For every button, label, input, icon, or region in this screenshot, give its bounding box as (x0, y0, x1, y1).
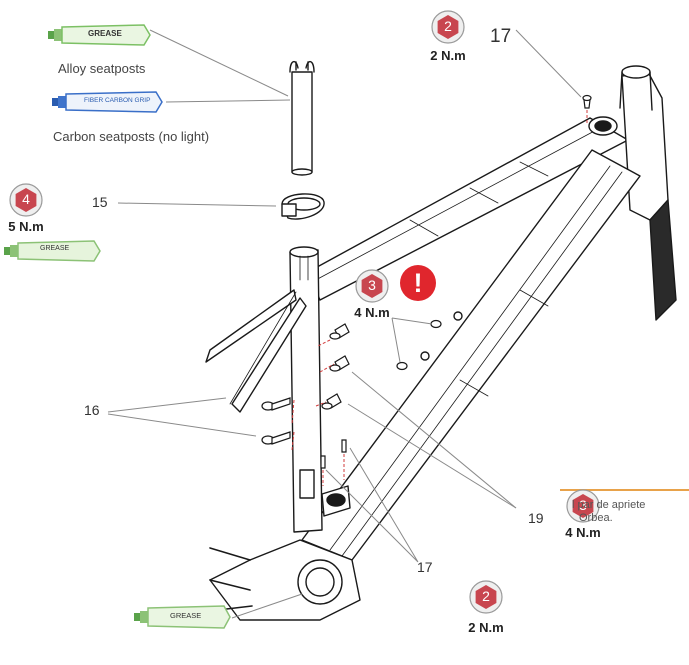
torque-value-5nm: 5 N.m (8, 219, 44, 234)
carbon-paste-tube: FIBER CARBON GRIP (52, 91, 164, 118)
badge-number: 3 (579, 497, 587, 513)
grease-tube-clamp: GREASE (4, 240, 102, 267)
callout-17-top: 17 (490, 26, 512, 47)
head-tube (621, 71, 669, 221)
hex-bolt-icon (9, 183, 43, 217)
badge-number: 2 (444, 18, 452, 34)
grease-tube-label: GREASE (40, 245, 70, 252)
torque-badge-4nm-middle: 3 (355, 269, 389, 303)
grease-tube-alloy: GREASE (48, 24, 152, 51)
warning-icon: ! (400, 265, 436, 301)
torque-badge-4nm-right: 3 (566, 489, 600, 523)
bolts-4nm (396, 319, 442, 371)
hex-bolt-icon (355, 269, 389, 303)
grease-tube-label: GREASE (88, 29, 122, 38)
note-line-1: l par de apriete (572, 499, 646, 511)
bolt-17-top (583, 99, 591, 109)
callout-19: 19 (528, 510, 544, 526)
torque-value-2nm-top: 2 N.m (430, 48, 466, 63)
seatpost (291, 71, 313, 173)
bolts-16 (261, 397, 291, 445)
badge-number: 4 (22, 191, 30, 207)
torque-value-2nm-bottom: 2 N.m (468, 620, 504, 635)
bolts-19 (321, 323, 350, 410)
hex-bolt-icon (469, 580, 503, 614)
hex-bolt-icon (566, 489, 600, 523)
torque-badge-5nm: 4 (9, 183, 43, 217)
badge-number: 3 (368, 277, 376, 293)
carbon-seatposts-caption: Carbon seatposts (no light) (53, 129, 210, 144)
callout-17-bottom: 17 (417, 559, 433, 575)
callout-16: 16 (84, 402, 100, 418)
note-line-2: Orbea. (579, 512, 613, 524)
alloy-seatposts-caption: Alloy seatposts (58, 61, 146, 76)
hex-bolt-icon (431, 10, 465, 44)
torque-value-4nm-right: 4 N.m (565, 525, 601, 540)
bolts-17-lower (320, 439, 347, 469)
callout-15: 15 (92, 194, 108, 210)
torque-badge-2nm-top: 2 (431, 10, 465, 44)
badge-number: 2 (482, 588, 490, 604)
torque-badge-2nm-bottom: 2 (469, 580, 503, 614)
carbon-paste-label: FIBER CARBON GRIP (84, 97, 151, 104)
grease-tube-bottom-bracket: GREASE (134, 605, 232, 634)
seat-stays (205, 289, 297, 363)
grease-tube-label: GREASE (170, 611, 202, 620)
torque-value-4nm-middle: 4 N.m (354, 305, 390, 320)
